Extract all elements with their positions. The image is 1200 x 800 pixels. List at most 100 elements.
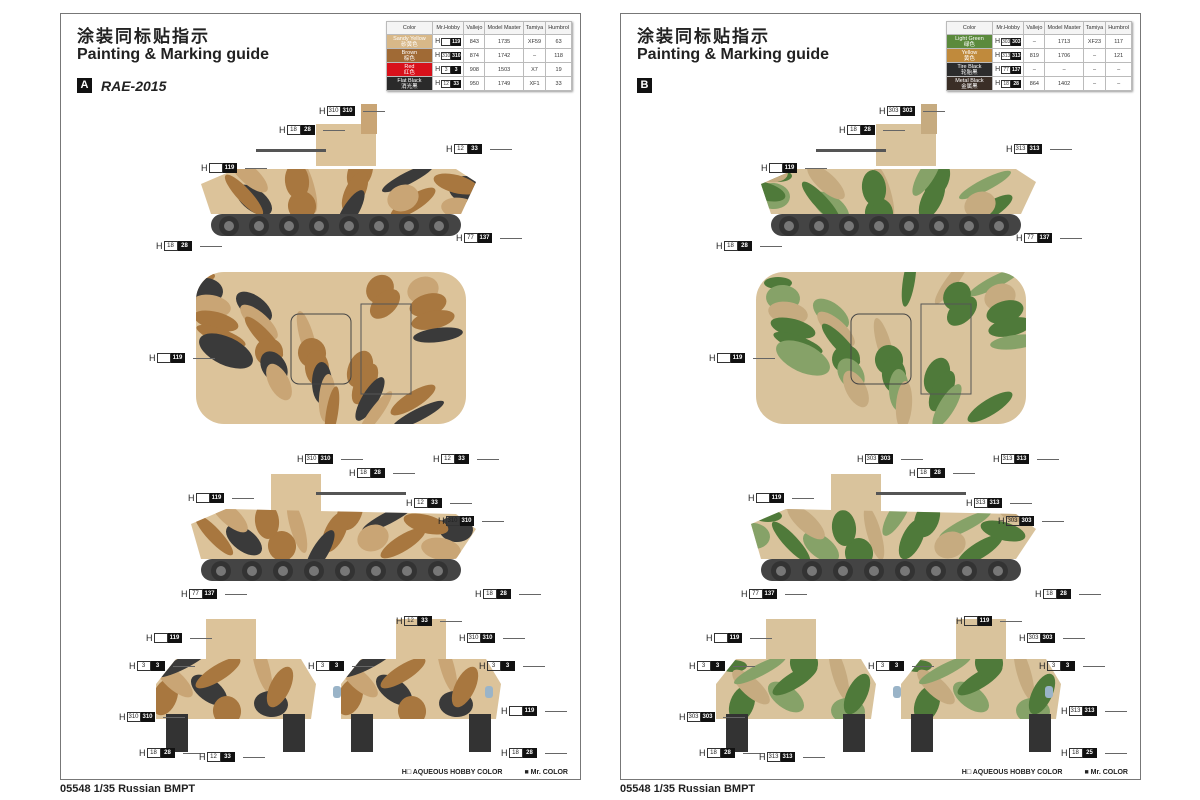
color-name-zh: 棕色: [403, 55, 415, 62]
leader-line: [1042, 521, 1064, 522]
title-english: Painting & Marking guide: [77, 46, 270, 63]
aqueous-code: [768, 163, 783, 173]
mr-color-code: 28: [1011, 79, 1022, 88]
top-view-vehicle: [196, 272, 466, 424]
mr-color-code: 3: [710, 661, 725, 671]
leader-line: [953, 473, 975, 474]
legend-aqueous-label: AQUEOUS HOBBY COLOR: [412, 769, 503, 776]
aqueous-code: 313: [1013, 144, 1028, 154]
color-name-zh: 绿色: [963, 41, 975, 48]
title-chinese: 涂装同标贴指示: [77, 27, 210, 46]
aqueous-code: 77: [463, 233, 478, 243]
aqueous-code: 77: [188, 589, 203, 599]
top-view-vehicle: [756, 272, 1026, 424]
mr-color-code: 119: [769, 493, 784, 503]
aqueous-code: 77: [1001, 65, 1012, 74]
legend-mrcolor-label: Mr. COLOR: [530, 769, 568, 776]
mr-color-code: 313: [1014, 454, 1029, 464]
leader-line: [883, 130, 905, 131]
leader-line: [243, 757, 265, 758]
mr-color-code: 313: [1011, 51, 1022, 60]
mr-color-code: 33: [417, 616, 432, 626]
aqueous-code: 303: [1005, 516, 1020, 526]
aqueous-code: 310: [466, 633, 481, 643]
color-legend: H□ AQUEOUS HOBBY COLOR■ Mr. COLOR: [402, 769, 568, 776]
leader-line: [1105, 711, 1127, 712]
leader-line: [393, 473, 415, 474]
mr-color-code: 137: [202, 589, 217, 599]
vallejo-code: 843: [463, 34, 486, 49]
aqueous-code: 18: [916, 468, 931, 478]
mr-color-code: 303: [878, 454, 893, 464]
aqueous-code: [208, 163, 223, 173]
color-name: Sandy Yellow: [393, 35, 426, 42]
aqueous-code: [508, 706, 523, 716]
leader-line: [792, 498, 814, 499]
leader-line: [477, 459, 499, 460]
leader-line: [1083, 666, 1105, 667]
table-header-cell: Humbrol: [545, 21, 572, 35]
color-name: Brown: [401, 49, 418, 56]
aqueous-code: 18: [286, 125, 301, 135]
mr-color-code: 310: [459, 516, 474, 526]
leader-line: [1000, 621, 1022, 622]
vallejo-code: 950: [463, 76, 486, 91]
aqueous-code: 313: [766, 752, 781, 762]
tamiya-code: –: [1082, 62, 1107, 77]
rear-view-vehicle: [333, 619, 501, 752]
leader-line: [519, 594, 541, 595]
mr-color-code: 28: [370, 468, 385, 478]
scheme-badge: B: [637, 78, 652, 93]
leader-line: [323, 130, 345, 131]
vallejo-code: 874: [463, 48, 486, 63]
color-name: Yellow: [961, 49, 978, 56]
title-english: Painting & Marking guide: [637, 46, 830, 63]
leader-line: [482, 521, 504, 522]
leader-line: [440, 621, 462, 622]
color-name: Red: [404, 63, 415, 70]
leader-line: [190, 638, 212, 639]
mr-color-code: 310: [318, 454, 333, 464]
mr-color-code: 313: [780, 752, 795, 762]
mr-color-code: 310: [340, 106, 355, 116]
aqueous-code: [713, 633, 728, 643]
leader-line: [753, 358, 775, 359]
vallejo-code: –: [1023, 34, 1046, 49]
aqueous-code: 3: [1046, 661, 1061, 671]
color-name-zh: 轮胎黑: [961, 69, 978, 76]
mr-color-code: 313: [1082, 706, 1097, 716]
vehicle-illustrations: [156, 104, 501, 752]
table-header-cell: Mr.Hobby: [431, 21, 465, 35]
legend-mrcolor-label: Mr. COLOR: [1090, 769, 1128, 776]
color-name: Tire Black: [957, 63, 982, 70]
table-header-cell: Model Master: [1044, 21, 1084, 35]
leader-line: [1050, 149, 1072, 150]
